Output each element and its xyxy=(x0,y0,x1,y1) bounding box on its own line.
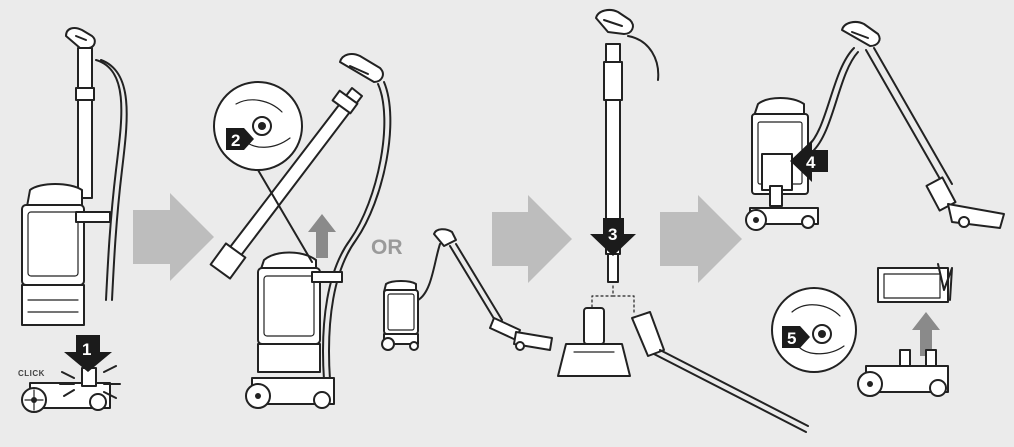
step-1-badge: 1 xyxy=(64,335,112,372)
step-4-number: 4 xyxy=(806,153,816,172)
step-5-badge: 5 xyxy=(782,326,810,348)
step-5-number: 5 xyxy=(787,329,796,348)
step-2-number: 2 xyxy=(231,131,240,150)
or-label: OR xyxy=(371,236,403,259)
click-label: CLICK xyxy=(18,369,45,378)
alternate-canister-mode xyxy=(381,228,553,351)
step-1-number: 1 xyxy=(82,340,91,359)
panel-1-upright-vacuum xyxy=(21,27,128,413)
flow-arrow-1 xyxy=(133,193,214,281)
panel-5-reattach-base xyxy=(771,263,953,397)
lift-arrow-up xyxy=(308,214,336,258)
panel-4-canister-mounted xyxy=(745,21,1005,231)
reattach-arrow-up xyxy=(912,312,940,356)
step-3-number: 3 xyxy=(608,225,617,244)
step-3-badge: 3 xyxy=(590,218,636,256)
step-4-badge: 4 xyxy=(790,140,828,182)
panel-3-attach-tool xyxy=(557,9,809,433)
flow-arrow-3 xyxy=(660,195,742,283)
step-2-badge: 2 xyxy=(226,128,254,150)
panel-2-lift-pod xyxy=(209,53,392,409)
flow-arrow-2 xyxy=(492,195,572,283)
